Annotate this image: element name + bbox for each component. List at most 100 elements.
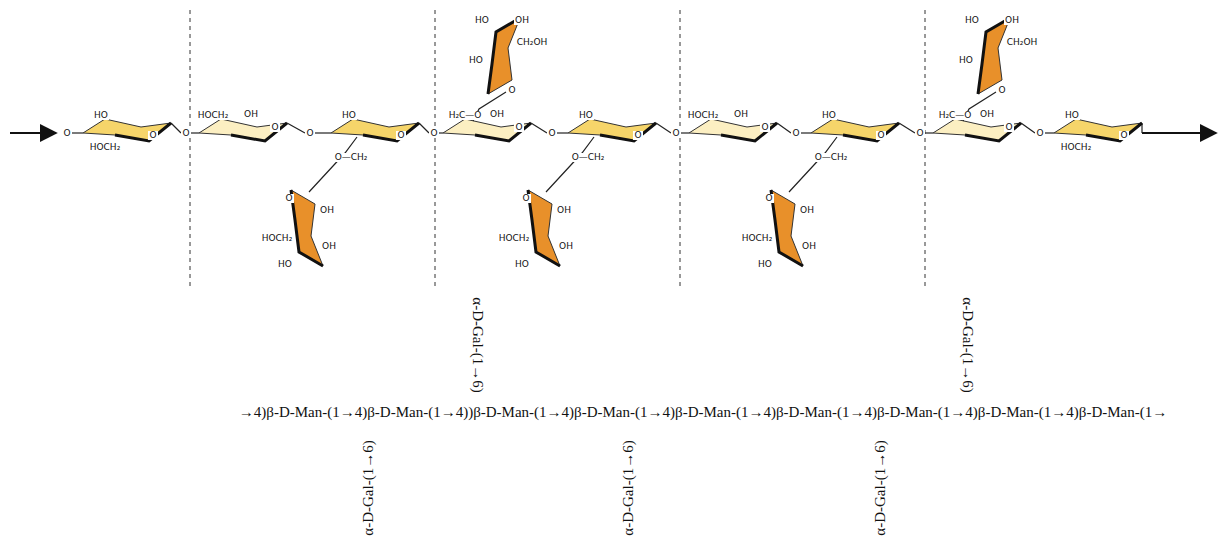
branch-bond xyxy=(546,137,594,192)
glycosidic-bond xyxy=(801,132,811,133)
ring-front-edge xyxy=(721,123,777,141)
ring-front-edge xyxy=(291,190,323,266)
atom-label: O xyxy=(507,86,516,95)
branch-linkage: α-D-Gal-(1→6) xyxy=(359,440,377,535)
branch-linkage: α-D-Gal-(1→6) xyxy=(469,297,487,392)
mannose-ring xyxy=(443,119,531,141)
ring-front-edge xyxy=(528,190,560,266)
ring-front-edge xyxy=(115,123,171,141)
atom-label: O xyxy=(270,123,279,132)
branch-bond xyxy=(789,137,837,192)
atom-label: HO xyxy=(964,16,980,25)
mannose-ring xyxy=(331,119,419,141)
atom-label: HOCH₂ xyxy=(741,234,774,243)
atom-label: CH₂OH xyxy=(1006,38,1039,47)
atom-label: O xyxy=(760,123,769,132)
atom-label: CH₂OH xyxy=(516,38,549,47)
atom-label: HO xyxy=(277,260,293,269)
ring-front-edge xyxy=(843,123,899,141)
galactose-ring xyxy=(528,190,560,266)
glycosidic-oxygen: O xyxy=(305,129,314,138)
ring-front-edge xyxy=(965,123,1021,141)
atom-label: O xyxy=(764,194,773,203)
atom-label: O xyxy=(284,194,293,203)
ring-front-edge xyxy=(363,123,419,141)
glycosidic-oxygen: O xyxy=(791,129,800,138)
atom-label: HO xyxy=(468,56,484,65)
branch-linkage: α-D-Gal-(1→6) xyxy=(871,440,889,535)
glycosidic-oxygen: O xyxy=(1035,129,1044,138)
glycosidic-bond xyxy=(557,132,568,133)
ring-front-edge xyxy=(231,123,287,141)
atom-label: O xyxy=(1004,123,1013,132)
atom-label: HO xyxy=(1064,111,1080,120)
atom-label: OH xyxy=(979,110,995,119)
glycosidic-bond xyxy=(531,123,547,133)
atom-label: O—CH₂ xyxy=(334,153,369,162)
atom-label: O—CH₂ xyxy=(571,153,606,162)
glycosidic-oxygen: O xyxy=(181,129,190,138)
glycosidic-bond xyxy=(171,123,181,133)
glycosidic-oxygen: O xyxy=(671,129,680,138)
glycosidic-bond xyxy=(777,123,791,133)
atom-label: H₂C—O xyxy=(448,111,483,120)
atom-label: O—CH₂ xyxy=(814,153,849,162)
ring-front-edge xyxy=(475,123,531,141)
glycan-formula: →4)β-D-Man-(1→4)β-D-Man-(1→4))β-D-Man-(1… xyxy=(239,403,1167,421)
glycosidic-bond xyxy=(656,123,671,133)
ring-front-edge xyxy=(771,190,803,266)
atom-label: O xyxy=(876,131,885,140)
repeat-divider xyxy=(190,10,925,286)
ring-front-edge xyxy=(1086,123,1142,141)
atom-label: OH xyxy=(1004,16,1020,25)
atom-label: OH xyxy=(556,206,572,215)
branch-linkage: α-D-Gal-(1→6) xyxy=(619,440,637,535)
atom-label: O xyxy=(521,194,530,203)
atom-label: O xyxy=(633,131,642,140)
atom-label: OH xyxy=(243,110,259,119)
atom-label: O xyxy=(1119,131,1128,140)
atom-label: HO xyxy=(958,56,974,65)
mannose-ring xyxy=(199,119,287,141)
atom-label: O xyxy=(514,123,523,132)
mannose-ring xyxy=(811,119,899,141)
glycosidic-bond xyxy=(72,132,83,133)
mannose-ring xyxy=(83,119,171,141)
glycosidic-oxygen: O xyxy=(547,129,556,138)
atom-label: OH xyxy=(558,242,574,251)
ring-front-edge xyxy=(600,123,656,141)
ring-front-edge xyxy=(488,18,520,94)
glycosidic-bond xyxy=(315,132,331,133)
atom-label: OH xyxy=(321,242,337,251)
atom-label: HOCH₂ xyxy=(261,234,294,243)
atom-label: OH xyxy=(319,206,335,215)
galactose-ring xyxy=(771,190,803,266)
mannose-ring xyxy=(933,119,1021,141)
glycosidic-bond xyxy=(1021,123,1035,133)
galactose-ring xyxy=(291,190,323,266)
atom-label: H₂C—O xyxy=(938,111,973,120)
atom-label: HOCH₂ xyxy=(498,234,531,243)
glycosidic-bond xyxy=(287,123,305,133)
glycosidic-bond xyxy=(1045,132,1054,133)
atom-label: O xyxy=(148,131,157,140)
branch-linkage: α-D-Gal-(1→6) xyxy=(959,297,977,392)
atom-label: O xyxy=(997,86,1006,95)
atom-label: OH xyxy=(801,242,817,251)
glycosidic-oxygen: O xyxy=(429,129,438,138)
atom-label: OH xyxy=(489,110,505,119)
chain-arrow xyxy=(10,132,56,134)
atom-label: HOCH₂ xyxy=(197,111,230,120)
atom-label: HOCH₂ xyxy=(89,143,122,152)
mannose-ring xyxy=(1054,119,1142,141)
atom-label: HOCH₂ xyxy=(1060,143,1093,152)
atom-label: HO xyxy=(93,111,109,120)
atom-label: OH xyxy=(733,110,749,119)
atom-label: OH xyxy=(514,16,530,25)
mannose-ring xyxy=(568,119,656,141)
chain-arrow xyxy=(1142,132,1216,134)
atom-label: HO xyxy=(341,111,357,120)
atom-label: HOCH₂ xyxy=(687,111,720,120)
mannose-ring xyxy=(689,119,777,141)
